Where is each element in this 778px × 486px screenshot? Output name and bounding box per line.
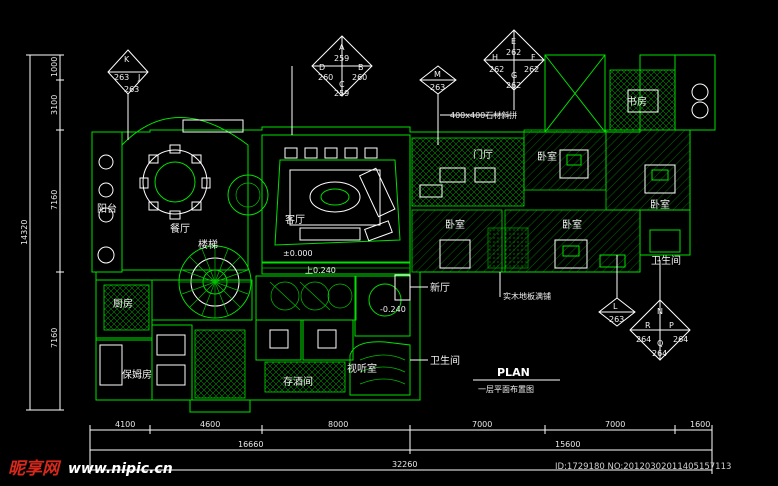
index-tag-k: K 263 J 263 bbox=[107, 49, 149, 140]
tag-n-letter: N bbox=[657, 307, 663, 316]
index-tag-e: E 262 H F 262 262 G 262 bbox=[483, 29, 545, 110]
central-south bbox=[255, 274, 411, 396]
note-wood-floor: 实木地板满铺 bbox=[503, 291, 551, 301]
dim-left-total: 14320 bbox=[20, 220, 29, 245]
dim-bottom-sub-1: 16660 bbox=[238, 440, 263, 449]
living-room bbox=[261, 134, 411, 275]
tag-e-num: 262 bbox=[506, 48, 521, 57]
label-bath-2: 卫生间 bbox=[651, 254, 681, 267]
label-bedroom-1: 卧室 bbox=[537, 150, 557, 163]
tag-l-num: 263 bbox=[609, 315, 624, 324]
plan-title: PLAN bbox=[497, 366, 530, 379]
dim-bottom-3: 8000 bbox=[328, 420, 348, 429]
tag-p-letter: P bbox=[669, 321, 674, 330]
dim-bottom-sub-2: 15600 bbox=[555, 440, 580, 449]
label-theater: 视听室 bbox=[347, 362, 377, 375]
note-elev-240: -0.240 bbox=[380, 305, 406, 314]
label-kitchen: 厨房 bbox=[113, 297, 133, 310]
watermark-id-line: ID:1729180 NO:20120302011405157113 bbox=[555, 462, 731, 472]
tag-g-num: 262 bbox=[506, 81, 521, 90]
tag-d-letter: D bbox=[319, 63, 325, 72]
drawing-title: PLAN 一层平面布置图 bbox=[473, 366, 560, 394]
label-living: 客厅 bbox=[285, 213, 305, 226]
label-bedroom-2: 卧室 bbox=[650, 198, 670, 211]
dim-left-4: 7160 bbox=[50, 328, 59, 348]
tag-c-letter: C bbox=[339, 80, 345, 89]
tag-f-letter: F bbox=[531, 53, 536, 62]
east-wing bbox=[411, 69, 709, 273]
plan-subtitle: 一层平面布置图 bbox=[478, 384, 534, 394]
label-nanny: 保姆房 bbox=[122, 368, 152, 381]
dim-left-3: 7160 bbox=[50, 190, 59, 210]
tag-b-num: 260 bbox=[352, 73, 367, 82]
index-tag-n: N R P 264 264 Q 264 bbox=[629, 260, 691, 361]
dim-bottom-1: 4100 bbox=[115, 420, 135, 429]
left-dimensions: 14320 1000 3100 7160 7160 bbox=[20, 54, 64, 411]
label-study: 书房 bbox=[627, 95, 647, 108]
tag-g-letter: G bbox=[511, 71, 517, 80]
tag-k-letter: K bbox=[124, 55, 130, 64]
tag-m-letter: M bbox=[434, 70, 441, 79]
tag-b-letter: B bbox=[358, 63, 364, 72]
note-elev-step: 上0.240 bbox=[305, 266, 336, 275]
tag-e-letter: E bbox=[511, 37, 516, 46]
tag-r-letter: R bbox=[645, 321, 651, 330]
label-foyer-east: 门厅 bbox=[473, 148, 493, 161]
dim-bottom-6: 1600 bbox=[690, 420, 710, 429]
index-tag-m: M 263 bbox=[419, 65, 457, 145]
tag-f-num: 262 bbox=[524, 65, 539, 74]
annotations: 400x400石材斜拼 实木地板满铺 ±0.000 上0.240 -0.240 bbox=[283, 110, 551, 361]
tag-h-letter: H bbox=[492, 53, 498, 62]
misc-elements bbox=[599, 229, 681, 268]
tag-j-num: 263 bbox=[124, 85, 139, 94]
label-bedroom-3: 卧室 bbox=[445, 218, 465, 231]
label-bath-1: 卫生间 bbox=[430, 354, 460, 367]
label-bedroom-4: 卧室 bbox=[562, 218, 582, 231]
tag-r-num: 264 bbox=[636, 335, 651, 344]
tag-d-num: 260 bbox=[318, 73, 333, 82]
dim-bottom-5: 7000 bbox=[605, 420, 625, 429]
tag-a-letter: A bbox=[339, 43, 345, 52]
room-labels: 阳台 餐厅 客厅 楼梯 门厅 卧室 书房 卧室 卧室 卧室 卫生间 厨房 保姆房… bbox=[97, 95, 681, 388]
watermark-url: www.nipic.cn bbox=[68, 461, 173, 477]
dim-left-1: 1000 bbox=[50, 57, 59, 77]
tag-m-num: 263 bbox=[430, 83, 445, 92]
label-wine: 存酒间 bbox=[283, 375, 313, 388]
tag-p-num: 264 bbox=[673, 335, 688, 344]
dim-bottom-total: 32260 bbox=[392, 460, 417, 469]
spiral-stair bbox=[178, 174, 269, 319]
note-stone-floor: 400x400石材斜拼 bbox=[450, 110, 517, 120]
dining-area bbox=[91, 117, 249, 273]
tag-q-num: 264 bbox=[652, 349, 667, 358]
dim-bottom-2: 4600 bbox=[200, 420, 220, 429]
service-wing bbox=[95, 279, 253, 413]
tag-k-num: 263 bbox=[114, 73, 129, 82]
tag-h-num: 262 bbox=[489, 65, 504, 74]
tag-c-num: 259 bbox=[334, 89, 349, 98]
index-tag-l: L 263 bbox=[598, 255, 636, 327]
label-stair: 楼梯 bbox=[198, 238, 218, 251]
tag-j-letter: J bbox=[137, 73, 140, 82]
bottom-dimensions: 4100 4600 8000 7000 7000 1600 16660 1560… bbox=[89, 420, 713, 474]
dim-bottom-4: 7000 bbox=[472, 420, 492, 429]
index-tag-a: A 259 D B 260 260 C 259 bbox=[291, 35, 373, 135]
watermark: 昵享网 www.nipic.cn ID:1729180 NO:201203020… bbox=[8, 459, 731, 479]
label-dining: 餐厅 bbox=[170, 222, 190, 235]
watermark-brand: 昵享网 bbox=[8, 459, 62, 479]
tag-a-num: 259 bbox=[334, 54, 349, 63]
tag-q-letter: Q bbox=[657, 339, 663, 348]
label-entry: 新厅 bbox=[430, 281, 450, 294]
note-elev-zero: ±0.000 bbox=[283, 249, 313, 258]
tag-l-letter: L bbox=[613, 302, 618, 311]
label-balcony: 阳台 bbox=[97, 202, 117, 215]
dim-left-2: 3100 bbox=[50, 95, 59, 115]
